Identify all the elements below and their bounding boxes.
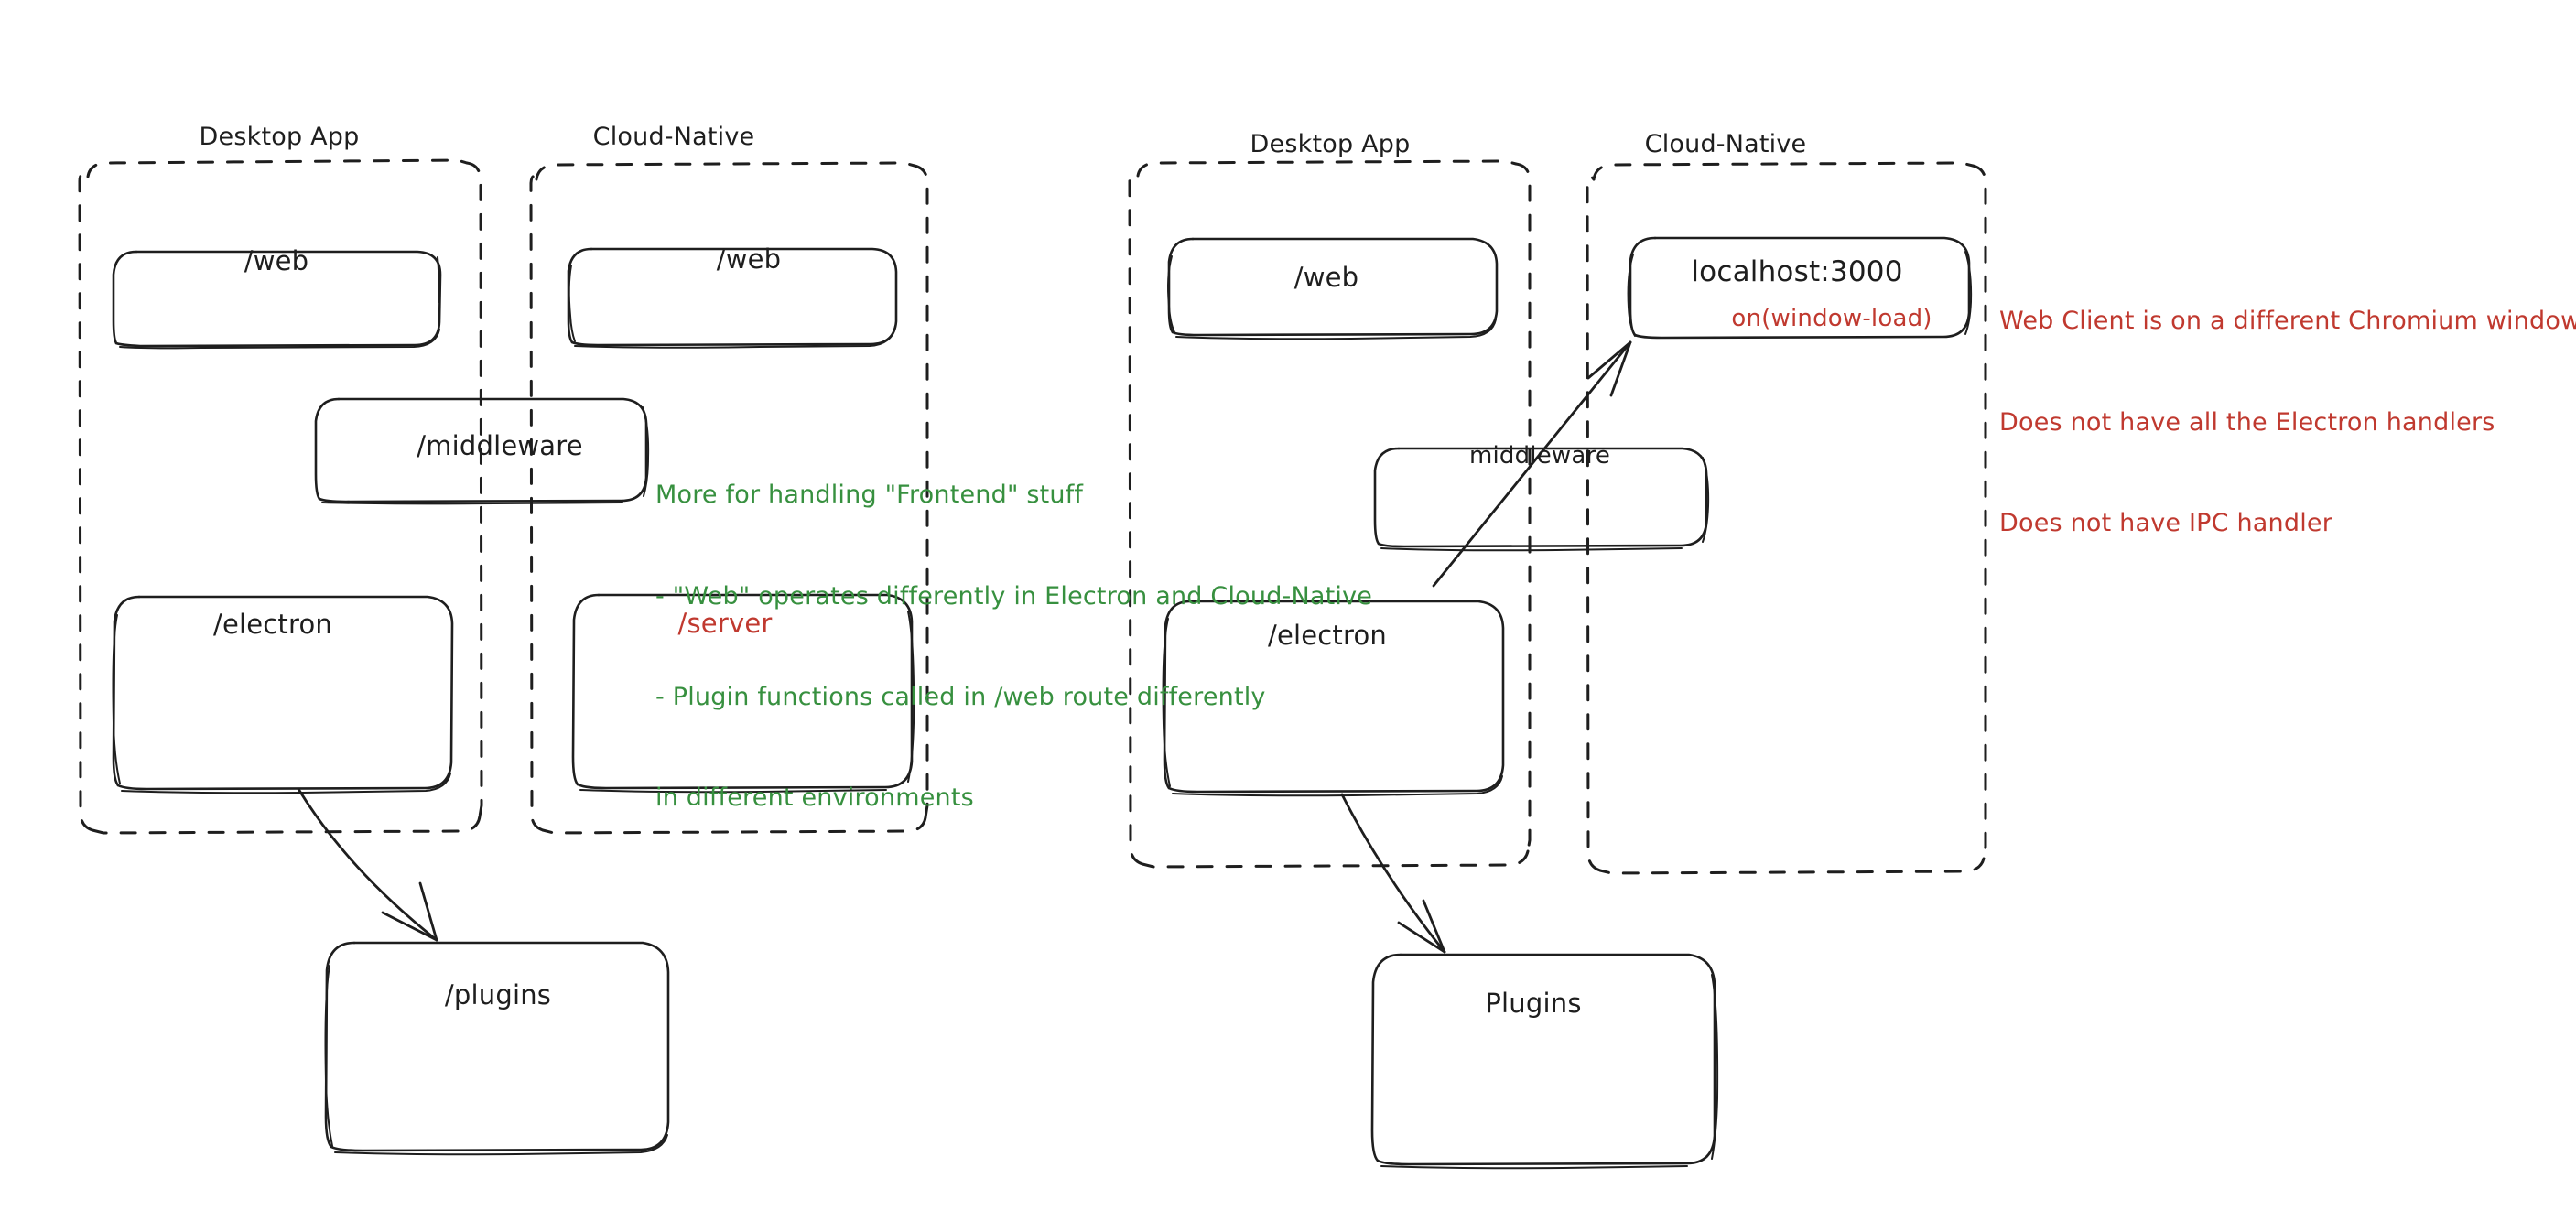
node-left-middleware[interactable] [314, 397, 650, 505]
node-label-right-desktop-web: /web [1293, 262, 1359, 293]
node-right-plugins[interactable] [1370, 953, 1719, 1170]
group-right-cloud-native [1586, 161, 1987, 875]
annotation-web-client-note: Web Client is on a different Chromium wi… [1999, 238, 2576, 608]
node-right-desktop-web[interactable] [1167, 237, 1499, 340]
node-label-left-cloud-web: /web [716, 243, 782, 275]
group-label-left-cloud-native: Cloud-Native [592, 123, 755, 151]
annotation-web-client-note-line-1: Web Client is on a different Chromium wi… [1999, 307, 2576, 336]
node-left-electron[interactable] [112, 595, 454, 794]
annotation-frontend-note-line-4: in different environments [655, 783, 974, 812]
annotation-web-client-note-line-3: Does not have IPC handler [1999, 508, 2333, 537]
node-label-left-desktop-web: /web [244, 245, 309, 276]
group-label-right-desktop-app: Desktop App [1250, 130, 1411, 158]
group-left-cloud-native [529, 161, 929, 835]
node-label-left-server: /server [677, 608, 773, 639]
group-left-desktop-app [78, 158, 483, 835]
annotation-web-client-note-line-2: Does not have all the Electron handlers [1999, 407, 2495, 437]
node-label-right-electron: /electron [1267, 620, 1388, 651]
node-left-cloud-web[interactable] [567, 247, 898, 349]
node-label-left-middleware: /middleware [417, 430, 583, 461]
node-label-left-electron: /electron [212, 609, 333, 640]
annotation-frontend-note-line-3: - Plugin functions called in /web route … [655, 682, 1266, 711]
group-label-right-cloud-native: Cloud-Native [1644, 130, 1807, 158]
node-label-left-plugins: /plugins [444, 979, 552, 1010]
node-sublabel-right-localhost-on-window-load: on(window-load) [1731, 305, 1932, 332]
group-label-left-desktop-app: Desktop App [199, 123, 360, 151]
annotation-frontend-note-line-1: More for handling "Frontend" stuff [655, 481, 1084, 510]
node-label-right-localhost: localhost:3000 [1691, 255, 1903, 288]
annotation-frontend-note-line-2: - "Web" operates differently in Electron… [655, 581, 1373, 611]
group-right-desktop-app [1128, 159, 1532, 869]
node-left-server[interactable] [571, 593, 915, 794]
annotation-frontend-note: More for handling "Frontend" stuff - "We… [655, 412, 1372, 882]
node-right-electron[interactable] [1162, 600, 1505, 797]
edge-right-electron-to-localhost [1432, 340, 1632, 588]
node-left-desktop-web[interactable] [112, 250, 442, 350]
node-right-localhost[interactable] [1627, 236, 1973, 340]
edge-right-electron-to-plugins [1340, 793, 1446, 954]
node-label-right-middleware: middleware [1468, 442, 1611, 470]
edge-left-electron-to-plugins [297, 787, 438, 942]
node-left-plugins[interactable] [324, 941, 670, 1156]
node-label-right-plugins: Plugins [1485, 988, 1582, 1019]
